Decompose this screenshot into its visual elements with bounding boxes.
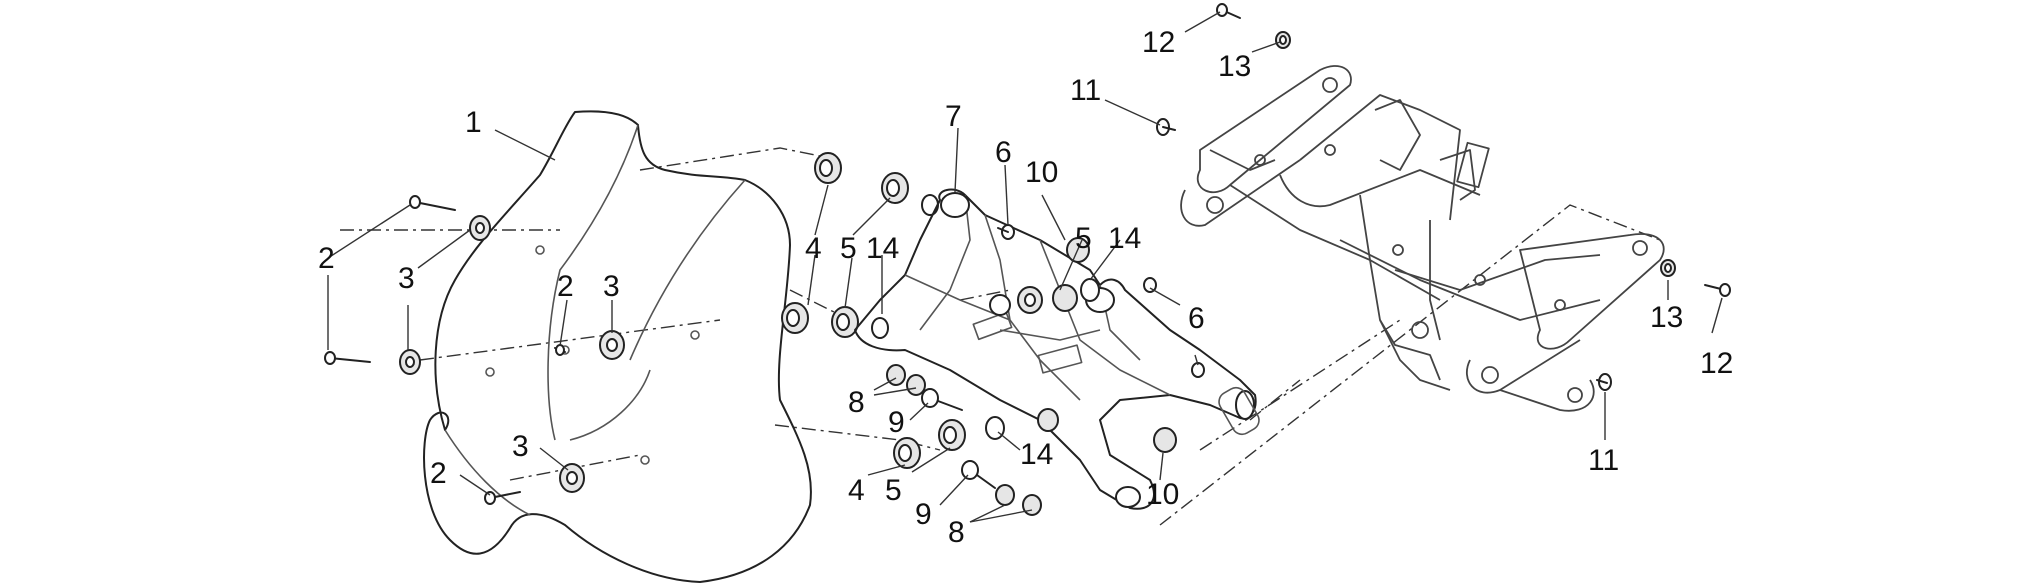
grommets-left <box>781 152 939 339</box>
callout-9-lower: 9 <box>915 498 932 531</box>
callout-10-upper: 10 <box>1025 156 1058 189</box>
callout-12-upper: 12 <box>1142 26 1175 59</box>
screws-and-washers-left <box>324 195 625 505</box>
callout-9-upper: 9 <box>888 406 905 439</box>
callout-8-lower: 8 <box>948 516 965 549</box>
callout-6-right: 6 <box>1188 302 1205 335</box>
callout-11-right: 11 <box>1588 444 1619 477</box>
callout-3-lower: 3 <box>512 430 529 463</box>
callout-8-upper: 8 <box>848 386 865 419</box>
callout-4-lower: 4 <box>848 474 865 507</box>
windscreen-part <box>423 110 812 583</box>
callout-5-upper-left: 5 <box>840 232 857 265</box>
callout-5-lower: 5 <box>885 474 902 507</box>
callout-5-upper-right: 5 <box>1075 222 1092 255</box>
bracket-fasteners <box>886 224 1205 516</box>
callout-2-upper-left: 2 <box>318 242 335 275</box>
callout-11-upper: 11 <box>1070 74 1101 107</box>
callout-3-center: 3 <box>603 270 620 303</box>
callout-13-upper: 13 <box>1218 50 1251 83</box>
callout-7: 7 <box>945 100 962 133</box>
callout-12-right: 12 <box>1700 347 1733 380</box>
callout-14-lower: 14 <box>1020 438 1053 471</box>
callout-14-upper-right: 14 <box>1108 222 1141 255</box>
assembly-lines <box>340 147 1661 526</box>
callout-4-upper: 4 <box>805 232 822 265</box>
callout-labels: 1 2 3 2 3 2 3 4 5 14 7 6 10 5 14 6 8 9 1… <box>318 26 1733 549</box>
callout-2-lower: 2 <box>430 457 447 490</box>
callout-13-right: 13 <box>1650 301 1683 334</box>
callout-10-lower: 10 <box>1146 478 1179 511</box>
callout-2-center: 2 <box>557 270 574 303</box>
callout-6-upper: 6 <box>995 136 1012 169</box>
callout-14-upper-left: 14 <box>866 232 899 265</box>
subframe-part <box>1180 65 1665 412</box>
callout-3-upper-left: 3 <box>398 262 415 295</box>
leader-lines <box>327 11 1723 523</box>
callout-1: 1 <box>465 106 482 139</box>
